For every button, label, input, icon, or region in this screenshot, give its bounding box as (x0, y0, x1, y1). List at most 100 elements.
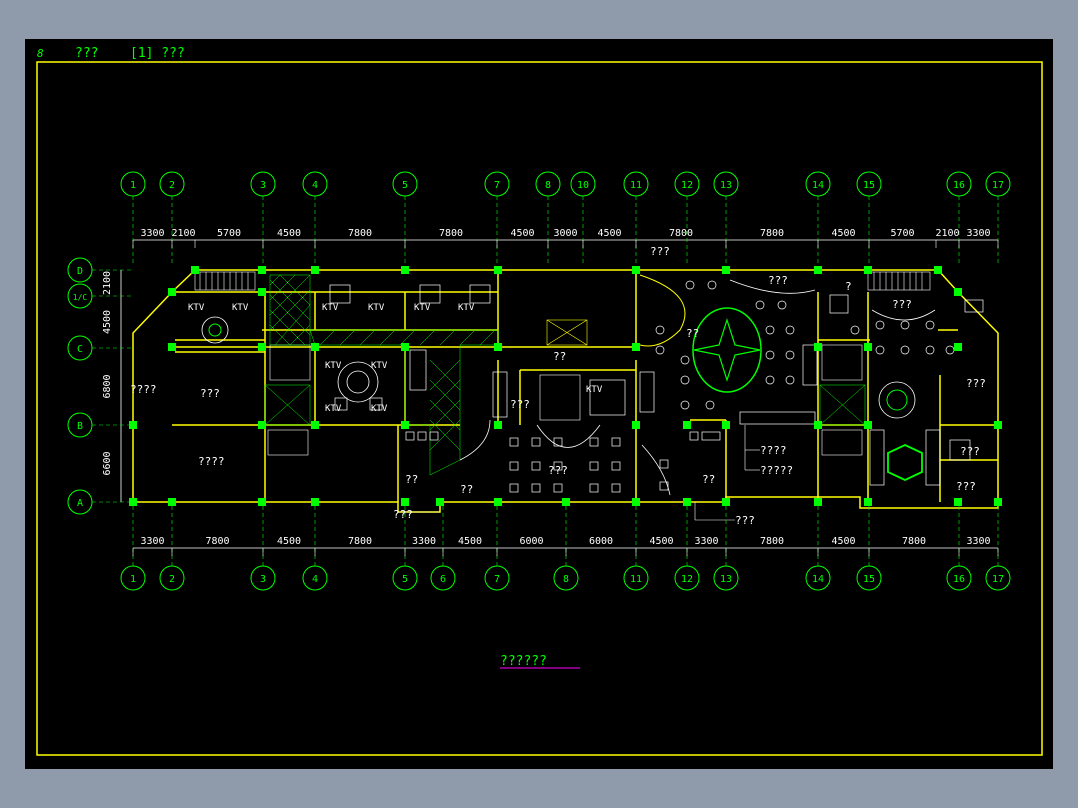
callout-label: ??? (393, 508, 413, 521)
axis-bubble (674, 171, 700, 197)
dimension-value: 5700 (890, 228, 914, 239)
axis-label: A (77, 498, 83, 509)
dimension-value: 4500 (277, 536, 301, 547)
axis-bubble (67, 335, 93, 361)
axis-label: 16 (953, 180, 965, 191)
drawing-frame (36, 61, 1043, 756)
axis-label: 6 (440, 574, 446, 585)
drawing-canvas[interactable] (25, 39, 1053, 769)
stairs-and-shafts (194, 271, 931, 456)
ktv-label: KTV (414, 303, 431, 313)
axis-bubble (67, 283, 93, 309)
header-icon[interactable]: 8 (37, 47, 44, 60)
axis-label: 17 (992, 574, 1004, 585)
structural-columns (129, 266, 1002, 506)
ktv-label: KTV (371, 404, 388, 414)
axis-label: 15 (863, 574, 875, 585)
axis-bubble (535, 171, 561, 197)
axis-label: 13 (720, 574, 732, 585)
axis-bubble (302, 171, 328, 197)
axis-label: B (77, 421, 83, 432)
axis-bubble (570, 171, 596, 197)
axis-bubble (430, 565, 456, 591)
room-label: ??? (548, 464, 568, 477)
dimension-value: 6600 (102, 451, 113, 475)
axis-label: 17 (992, 180, 1004, 191)
axis-bubble (713, 171, 739, 197)
header-item-2[interactable]: [1] ??? (130, 46, 185, 61)
axis-label: 12 (681, 180, 693, 191)
axis-bubble (484, 565, 510, 591)
room-label: ??? (960, 445, 980, 458)
axis-label: 16 (953, 574, 965, 585)
room-label: ?? (686, 327, 699, 340)
room-labels: KTV KTV KTV KTV KTV KTV KTV KTV KTV KTV … (130, 245, 986, 496)
dimension-value: 7800 (760, 228, 784, 239)
dimension-value: 7800 (902, 536, 926, 547)
dimension-value: 4500 (649, 536, 673, 547)
room-label: ???? (130, 383, 157, 396)
axis-label: 1/C (73, 293, 88, 302)
axis-bubble (623, 565, 649, 591)
dimension-value: 4500 (597, 228, 621, 239)
room-label: ?? (702, 473, 715, 486)
axis-label: 10 (577, 180, 589, 191)
dimension-value: 7800 (348, 536, 372, 547)
dimension-value: 3300 (140, 228, 164, 239)
axis-label: 5 (402, 180, 408, 191)
room-label: ??? (892, 298, 912, 311)
drawing-title: ?????? (500, 654, 547, 669)
dimension-value: 4500 (458, 536, 482, 547)
room-label: ?? (553, 350, 566, 363)
axis-label: 14 (812, 574, 824, 585)
dimension-value: 3300 (140, 536, 164, 547)
axis-label: 4 (312, 574, 318, 585)
axis-bubble (392, 565, 418, 591)
axis-bubble (159, 565, 185, 591)
room-label: ??? (650, 245, 670, 258)
ktv-label: KTV (371, 361, 388, 371)
axis-label: 5 (402, 574, 408, 585)
axis-label: 11 (630, 180, 642, 191)
axis-bubble (392, 171, 418, 197)
header-item-1[interactable]: ??? (75, 46, 98, 61)
axis-bubble (985, 171, 1011, 197)
room-label: ?? (405, 473, 418, 486)
dimension-value: 4500 (831, 228, 855, 239)
axis-label: 2 (169, 180, 175, 191)
dimension-value: 3000 (553, 228, 577, 239)
dimension-value: 7800 (348, 228, 372, 239)
ktv-label: KTV (325, 361, 342, 371)
dimension-value: 2100 (935, 228, 959, 239)
ktv-label: KTV (458, 303, 475, 313)
axis-bubble (946, 171, 972, 197)
axis-bubble (674, 565, 700, 591)
axis-label: 11 (630, 574, 642, 585)
axis-bubble (856, 565, 882, 591)
dimension-value: 7800 (669, 228, 693, 239)
axis-bubble (856, 171, 882, 197)
axis-bubble (484, 171, 510, 197)
axis-bubble (250, 171, 276, 197)
axis-label: 2 (169, 574, 175, 585)
axis-bubble (553, 565, 579, 591)
callout-label: ???? (760, 444, 787, 457)
dimension-value: 3300 (694, 536, 718, 547)
axis-label: 3 (260, 180, 266, 191)
room-label: ???? (198, 455, 225, 468)
dining-furniture (329, 280, 984, 493)
axis-label: D (77, 266, 83, 277)
room-label: ? (845, 280, 852, 293)
axis-label: 4 (312, 180, 318, 191)
room-label: ??? (200, 387, 220, 400)
callout-label: ??? (735, 514, 755, 527)
axis-bubble (805, 171, 831, 197)
axis-label: 8 (563, 574, 569, 585)
axis-bubble (250, 565, 276, 591)
axis-label: 3 (260, 574, 266, 585)
axis-bubble (302, 565, 328, 591)
dimension-value: 6000 (519, 536, 543, 547)
axis-label: 13 (720, 180, 732, 191)
